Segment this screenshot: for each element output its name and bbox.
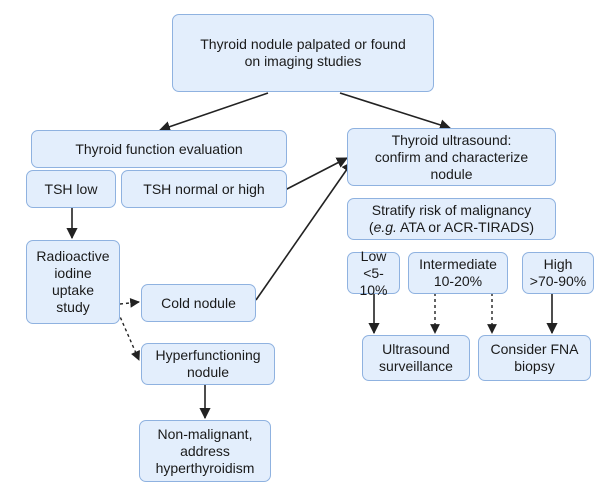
node-stratify-suffix: ATA or ACR-TIRADS) xyxy=(396,219,535,235)
node-non-malignant-line-2: address xyxy=(180,442,230,459)
node-stratify-prefix: ( xyxy=(368,219,374,235)
node-cold: Cold nodule xyxy=(141,284,256,322)
node-radioactive-line-3: uptake xyxy=(51,282,95,298)
node-hyperfunctioning: Hyperfunctioning nodule xyxy=(141,343,275,385)
node-high-line-2: >70-90% xyxy=(529,273,587,289)
node-start-line-1: Thyroid nodule palpated or found xyxy=(200,36,406,52)
node-high-line-1: High xyxy=(543,256,573,272)
node-low-line-2: <5-10% xyxy=(359,264,388,298)
node-stratify-line-2: (e.g. ATA or ACR-TIRADS) xyxy=(369,219,534,236)
node-fna-line-1: Consider FNA xyxy=(490,341,579,357)
arrow-start-to-function-eval xyxy=(158,92,269,133)
node-function-eval: Thyroid function evaluation xyxy=(31,130,287,168)
node-tsh-low-label: TSH low xyxy=(44,180,98,197)
node-ultrasound: Thyroid ultrasound: confirm and characte… xyxy=(347,128,556,186)
node-radioactive-line-2: iodine xyxy=(54,265,92,281)
node-radioactive-line-4: study xyxy=(56,299,90,315)
node-stratify-italic: e.g. xyxy=(373,219,397,235)
node-hyperfunctioning-line-2: nodule xyxy=(186,364,230,380)
node-function-eval-label: Thyroid function evaluation xyxy=(75,140,243,157)
node-start-line-2: on imaging studies xyxy=(244,53,362,69)
node-non-malignant: Non-malignant, address hyperthyroidism xyxy=(139,420,271,482)
arrow-radioactive-to-hyperfunctioning xyxy=(117,311,140,361)
node-ultrasound-line-1: Thyroid ultrasound: xyxy=(391,131,512,148)
node-fna: Consider FNA biopsy xyxy=(478,335,591,381)
node-tsh-normal-high: TSH normal or high xyxy=(121,170,287,208)
node-ultrasound-line-2: confirm and characterize xyxy=(374,148,529,165)
node-intermediate-line-1: Intermediate xyxy=(419,256,497,272)
node-non-malignant-line-3: hyperthyroidism xyxy=(155,459,255,476)
node-surveillance-line-1: Ultrasound xyxy=(382,341,450,357)
node-surveillance-line-2: surveillance xyxy=(379,358,453,374)
node-tsh-low: TSH low xyxy=(26,170,116,208)
node-tsh-normal-high-label: TSH normal or high xyxy=(143,180,265,197)
node-high: High >70-90% xyxy=(522,252,594,294)
node-radioactive-line-1: Radioactive xyxy=(36,248,110,264)
node-stratify-line-1: Stratify risk of malignancy xyxy=(371,202,532,218)
arrow-cold-to-ultrasound xyxy=(255,161,353,301)
node-radioactive: Radioactive iodine uptake study xyxy=(26,240,120,324)
arrow-start-to-ultrasound xyxy=(339,92,452,131)
arrow-tsh-normal-to-ultrasound xyxy=(284,157,348,191)
node-stratify: Stratify risk of malignancy (e.g. ATA or… xyxy=(347,198,556,240)
node-cold-label: Cold nodule xyxy=(161,294,236,311)
node-low: Low <5-10% xyxy=(347,248,400,298)
node-non-malignant-line-1: Non-malignant, xyxy=(157,425,253,442)
node-intermediate: Intermediate 10-20% xyxy=(408,252,508,294)
node-surveillance: Ultrasound surveillance xyxy=(362,335,470,381)
node-start: Thyroid nodule palpated or found on imag… xyxy=(172,14,434,92)
node-fna-line-2: biopsy xyxy=(514,358,555,374)
node-ultrasound-line-3: nodule xyxy=(430,165,473,182)
arrow-radioactive-to-cold xyxy=(119,298,140,308)
node-hyperfunctioning-line-1: Hyperfunctioning xyxy=(155,347,261,363)
node-intermediate-line-2: 10-20% xyxy=(433,273,483,289)
node-low-line-1: Low xyxy=(360,247,387,264)
